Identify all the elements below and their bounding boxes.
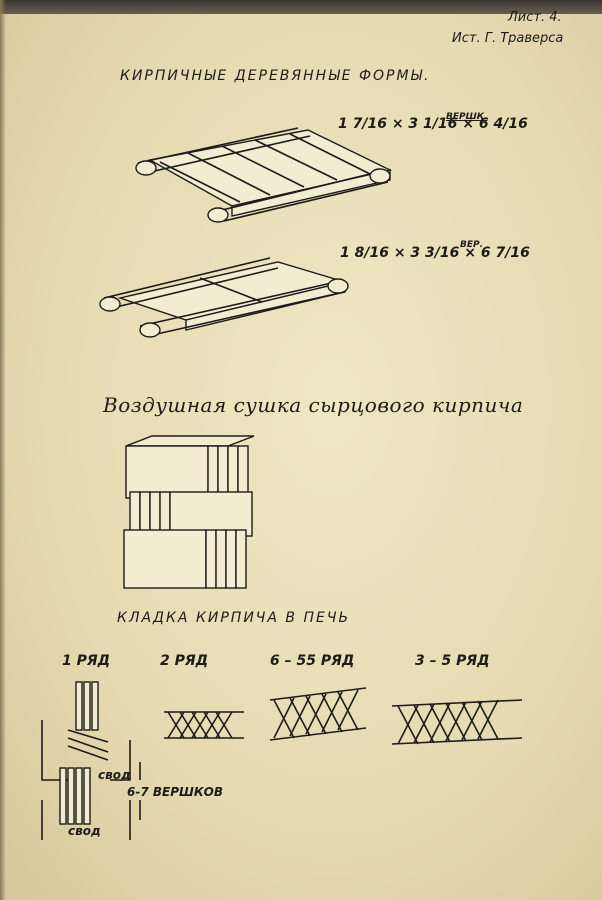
dimension-top-unit: вершк. [446, 112, 488, 122]
row1-diagram [41, 681, 141, 840]
dimension-top: 1 7/16 × 3 1/16 × 6 4/16 [338, 116, 528, 132]
forms-title: Кирпичные деревянные формы. [120, 68, 431, 84]
row-label-1: 1 ряд [62, 653, 111, 669]
source-label: Ист. Г. Траверса [452, 31, 564, 46]
brick-mold-small [99, 257, 349, 338]
vault-label-1: свод [98, 768, 131, 782]
row2-diagram [164, 711, 244, 739]
drying-stack [123, 435, 255, 589]
height-note: 6-7 вершков [127, 785, 223, 799]
row-label-3: 6 – 55 ряд [270, 653, 355, 669]
kiln-title: Кладка кирпича в печь [117, 610, 351, 626]
scan-left-edge [0, 0, 6, 900]
row3-5-diagram [391, 699, 523, 745]
drying-title: Воздушная сушка сырцового кирпича [103, 393, 524, 417]
row-label-4: 3 – 5 ряд [415, 653, 490, 669]
row-label-2: 2 ряд [160, 653, 209, 669]
sheet-label: Лист. 4. [508, 10, 562, 25]
dimension-bottom-unit: вер. [460, 240, 484, 250]
row6-55-diagram [269, 687, 367, 741]
scan-top-edge [0, 0, 602, 14]
vault-label-2: свод [68, 824, 101, 838]
dimension-bottom: 1 8/16 × 3 3/16 × 6 7/16 [340, 245, 530, 261]
brick-mold-large [135, 127, 393, 223]
